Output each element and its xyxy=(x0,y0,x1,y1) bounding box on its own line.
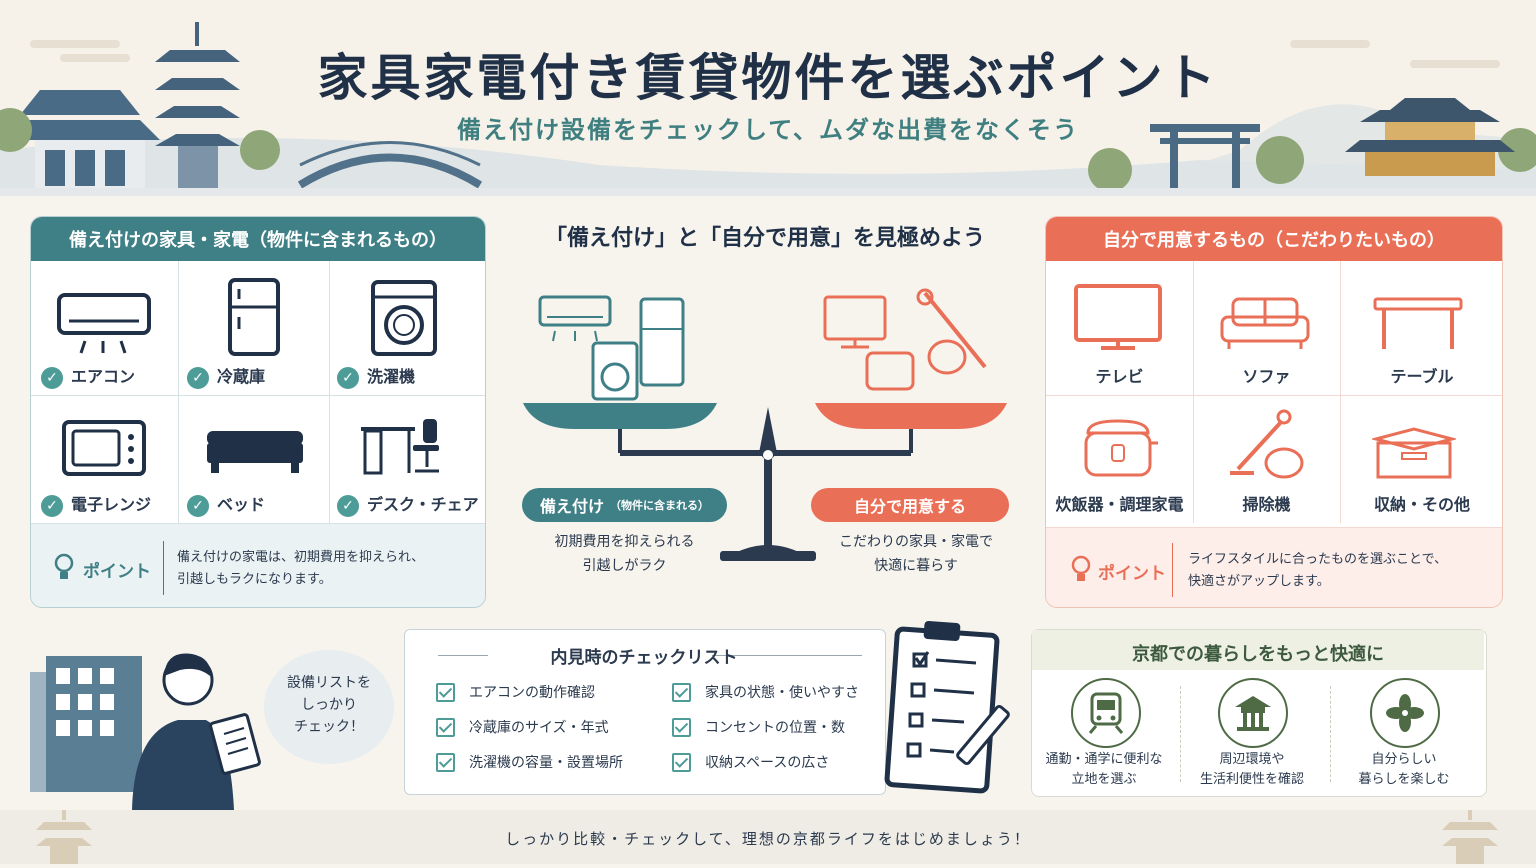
kyoto-scenery-illustration xyxy=(0,22,1536,196)
item-air-conditioner: ✓エアコン xyxy=(41,363,135,389)
self-prepare-pill: 自分で用意する xyxy=(811,488,1009,522)
page-subtitle: 備え付け設備をチェックして、ムダな出費をなくそう xyxy=(456,116,1080,144)
item-tv: テレビ xyxy=(1095,367,1144,386)
divider xyxy=(1193,261,1194,523)
air-conditioner-icon xyxy=(57,293,151,354)
check-icon: ✓ xyxy=(337,366,359,389)
item-rice-cooker: 炊飯器・調理家電 xyxy=(1055,495,1184,514)
point-label: ポイント xyxy=(1098,564,1166,584)
refrigerator-icon xyxy=(228,278,280,356)
header-banner xyxy=(0,0,1536,196)
kyoto-item-text: 通勤・通学に便利な立地を選ぶ xyxy=(1045,752,1163,787)
page-title: 家具家電付き賃貸物件を選ぶポイント xyxy=(317,49,1219,107)
point-text: 備え付けの家電は、初期費用を抑えられ、引越しもラクになります。 xyxy=(177,550,425,587)
rice-cooker-icon xyxy=(1084,419,1158,477)
viewing-checklist-panel xyxy=(404,629,886,795)
table-icon xyxy=(1373,297,1463,349)
lightbulb-icon xyxy=(54,553,74,579)
bed-icon xyxy=(207,431,303,473)
checkbox-checked-icon[interactable] xyxy=(672,752,691,772)
divider xyxy=(1330,686,1332,782)
kyoto-panel-title: 京都での暮らしをもっと快適に xyxy=(1132,644,1384,665)
checklist-item[interactable]: 冷蔵庫のサイズ・年式 xyxy=(436,717,609,737)
divider xyxy=(31,523,485,524)
built-in-panel-title: 備え付けの家具・家電（物件に含まれるもの） xyxy=(31,217,485,261)
checklist-item[interactable]: 家具の状態・使いやすさ xyxy=(672,682,859,702)
divider xyxy=(438,655,488,656)
comparison-title: 「備え付け」と「自分で用意」を見極めよう xyxy=(544,226,985,251)
kyoto-item-text: 自分らしい暮らしを楽しむ xyxy=(1358,752,1450,787)
leaf-icon xyxy=(1370,678,1440,748)
checkbox-checked-icon[interactable] xyxy=(436,717,455,737)
divider xyxy=(712,655,862,656)
checklist-title: 内見時のチェックリスト xyxy=(550,648,738,668)
check-icon: ✓ xyxy=(41,494,63,517)
item-microwave: ✓電子レンジ xyxy=(41,491,151,517)
speech-bubble-text: 設備リストをしっかりチェック！ xyxy=(287,675,371,735)
self-prepare-panel-title: 自分で用意するもの（こだわりたいもの） xyxy=(1046,217,1502,261)
checkbox-checked-icon[interactable] xyxy=(672,682,691,702)
kyoto-panel-header xyxy=(1032,630,1484,670)
check-icon: ✓ xyxy=(187,366,209,389)
item-vacuum: 掃除機 xyxy=(1242,495,1291,514)
divider xyxy=(178,261,179,523)
speech-bubble xyxy=(264,650,394,764)
person-checking-illustration xyxy=(30,653,261,810)
checklist-item[interactable]: コンセントの位置・数 xyxy=(672,717,845,737)
point-label: ポイント xyxy=(83,562,151,582)
pagoda-decoration-icon xyxy=(36,810,1498,864)
item-desk-chair: ✓デスク・チェア xyxy=(337,491,479,517)
balance-scale-illustration xyxy=(523,288,1007,561)
divider xyxy=(31,395,485,396)
divider xyxy=(329,261,330,523)
item-bed: ✓ベッド xyxy=(187,491,265,517)
self-prepare-description: こだわりの家具・家電で快適に暮らす xyxy=(839,534,993,574)
train-icon xyxy=(1071,678,1141,748)
self-prepare-point-box xyxy=(1046,528,1502,607)
divider xyxy=(1046,527,1502,528)
item-washing-machine: ✓洗濯機 xyxy=(337,363,415,389)
tv-icon xyxy=(1074,284,1162,350)
self-prepare-panel: 自分で用意するもの（こだわりたいもの） テレビ ソファ テーブル 炊飯器・調理家… xyxy=(1045,216,1503,608)
point-text: ライフスタイルに合ったものを選ぶことで、快適さがアップします。 xyxy=(1188,552,1448,589)
divider xyxy=(163,541,164,595)
built-in-description: 初期費用を抑えられる引越しがラク xyxy=(554,534,695,574)
divider xyxy=(1340,261,1341,523)
divider xyxy=(1180,686,1182,782)
microwave-icon xyxy=(62,420,146,476)
checklist-item[interactable]: 収納スペースの広さ xyxy=(672,752,829,772)
item-storage: 収納・その他 xyxy=(1373,495,1470,514)
footer-message: しっかり比較・チェックして、理想の京都ライフをはじめましょう！ xyxy=(505,830,1031,848)
item-table: テーブル xyxy=(1390,367,1454,386)
lightbulb-icon xyxy=(1071,555,1091,581)
built-in-pill: 備え付け（物件に含まれる） xyxy=(522,488,727,522)
check-icon: ✓ xyxy=(337,494,359,517)
temple-icon xyxy=(1218,678,1288,748)
check-icon: ✓ xyxy=(41,366,63,389)
check-icon: ✓ xyxy=(187,494,209,517)
divider xyxy=(1172,543,1173,597)
sofa-icon xyxy=(1220,297,1310,349)
checkbox-checked-icon[interactable] xyxy=(436,682,455,702)
footer-band xyxy=(0,810,1536,864)
vacuum-icon xyxy=(1230,409,1304,479)
washing-machine-icon xyxy=(371,280,437,356)
checklist-item[interactable]: エアコンの動作確認 xyxy=(436,682,595,702)
built-in-point-box xyxy=(31,524,485,607)
item-sofa: ソファ xyxy=(1242,367,1291,386)
clipboard-icon xyxy=(884,621,1010,794)
checklist-item[interactable]: 洗濯機の容量・設置場所 xyxy=(436,752,623,772)
item-refrigerator: ✓冷蔵庫 xyxy=(187,363,265,389)
divider xyxy=(1046,395,1502,396)
checkbox-checked-icon[interactable] xyxy=(672,717,691,737)
built-in-items-panel: 備え付けの家具・家電（物件に含まれるもの） ✓エアコン ✓冷蔵庫 ✓洗濯機 ✓電… xyxy=(30,216,486,608)
checkbox-checked-icon[interactable] xyxy=(436,752,455,772)
storage-box-icon xyxy=(1372,427,1456,479)
desk-chair-icon xyxy=(361,419,439,475)
kyoto-item-text: 周辺環境や生活利便性を確認 xyxy=(1199,752,1304,787)
